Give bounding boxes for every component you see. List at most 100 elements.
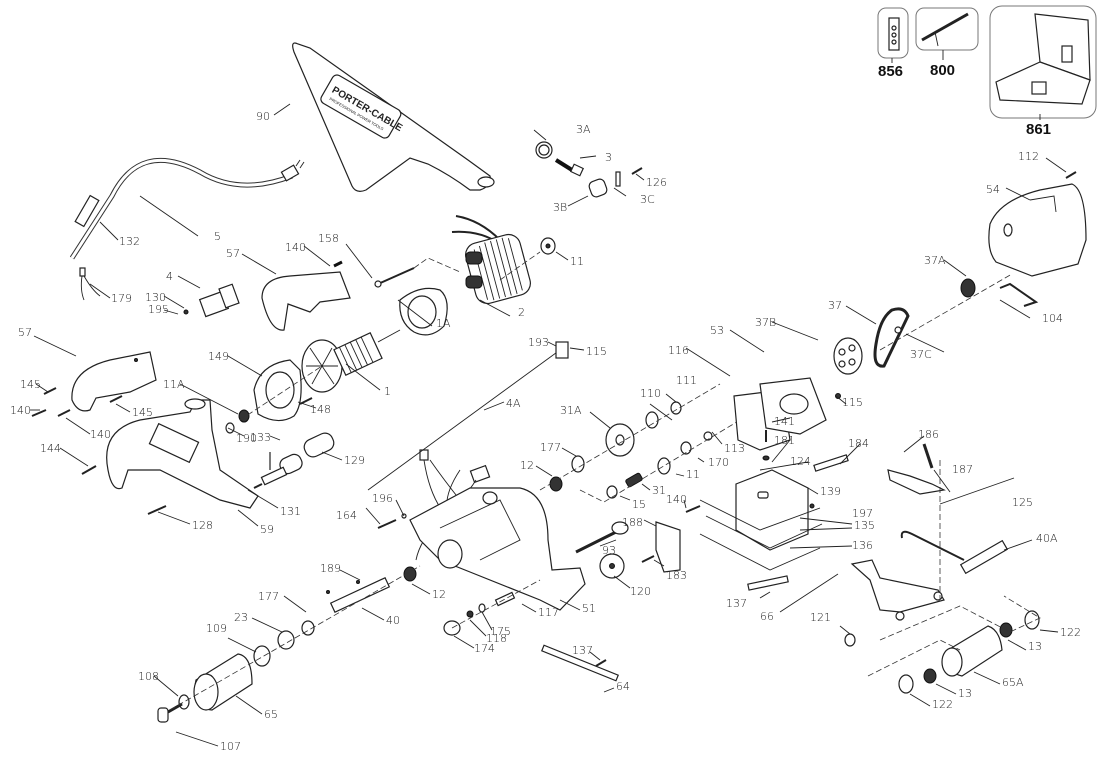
part-label: 135 <box>854 519 875 532</box>
screw-183 <box>641 555 655 563</box>
part-label: 179 <box>111 292 132 305</box>
part-label: 131 <box>280 505 301 518</box>
plate-149 <box>253 359 302 422</box>
bearing-13-left <box>923 668 937 684</box>
part-label: 139 <box>820 485 841 498</box>
washer-122-left <box>898 674 914 694</box>
screw-126 <box>631 167 643 175</box>
part-label: 3 <box>605 151 612 164</box>
screw-137-lower <box>595 659 607 667</box>
part-label: 137 <box>572 644 593 657</box>
needle-bearing-12-lower <box>403 566 417 582</box>
part-label: 177 <box>258 590 279 603</box>
screw-140-lower <box>685 505 701 513</box>
tension-arm-66 <box>850 559 945 621</box>
screws-145-140 <box>31 387 123 417</box>
washer-190 <box>225 422 235 434</box>
screw-115 <box>835 393 841 399</box>
power-cord <box>69 157 305 260</box>
washer-177-upper <box>571 455 585 473</box>
part-label: 37 <box>828 299 842 312</box>
screw-131 <box>253 483 263 489</box>
washer-122-right <box>1024 610 1040 630</box>
part-label: 15 <box>632 498 646 511</box>
spring-117 <box>494 591 516 607</box>
part-labels: 90 5 132 179 4 130 195 57 140 158 2 3A 3… <box>10 110 1081 753</box>
part-label: 116 <box>668 344 689 357</box>
part-label: 104 <box>1042 312 1063 325</box>
part-label: 188 <box>622 516 643 529</box>
part-label: 175 <box>490 625 511 638</box>
part-label: 177 <box>540 441 561 454</box>
part-label: 148 <box>310 403 331 416</box>
part-label: 193 <box>528 336 549 349</box>
part-label: 113 <box>724 442 745 455</box>
part-label: 128 <box>192 519 213 532</box>
part-label: 66 <box>760 610 774 623</box>
part-label: 181 <box>774 434 795 447</box>
accessory-861-carrying-case: 861 <box>989 5 1097 138</box>
dust-bag-90: PORTER-CABLE PROFESSIONAL POWER TOOLS <box>292 42 495 192</box>
rod-184 <box>813 454 849 472</box>
main-housing-51 <box>409 487 586 611</box>
part-label: 197 <box>852 507 873 520</box>
pulley-37B <box>833 337 863 375</box>
part-179 <box>79 267 101 301</box>
accessory-label-800: 800 <box>930 62 955 79</box>
part-label: 51 <box>582 602 596 615</box>
part-label: 110 <box>640 387 661 400</box>
part-label: 2 <box>518 306 525 319</box>
part-label: 174 <box>474 642 495 655</box>
drum-65 <box>193 653 253 711</box>
brush-3 <box>554 158 585 177</box>
part-label: 13 <box>1028 640 1042 653</box>
nut-181 <box>762 455 770 461</box>
platen-bar-64 <box>541 644 619 682</box>
part-label: 129 <box>344 454 365 467</box>
pulley-37A <box>960 278 976 298</box>
spring-186 <box>922 443 934 469</box>
part-label: 140 <box>285 241 306 254</box>
part-label: 115 <box>586 345 607 358</box>
screw-164 <box>377 519 397 529</box>
part-label: 40A <box>1036 532 1058 545</box>
part-label: 183 <box>666 569 687 582</box>
bearing-11 <box>540 237 556 255</box>
part-label: 137 <box>726 597 747 610</box>
brush-holder-3B <box>588 178 608 198</box>
leader-lines <box>30 103 1067 747</box>
part-label: 37B <box>755 316 776 329</box>
washer-109 <box>253 645 271 667</box>
part-label: 65A <box>1002 676 1024 689</box>
part-label: 90 <box>256 110 270 123</box>
field-assembly-2 <box>451 215 531 305</box>
part-label: 164 <box>336 509 357 522</box>
belt-cover-54 <box>988 183 1087 277</box>
nut-139 <box>809 503 815 509</box>
washer-177-lower <box>301 620 315 636</box>
bearing-23 <box>277 630 295 650</box>
part-label: 115 <box>842 396 863 409</box>
part-label: 57 <box>226 247 240 260</box>
part-label: 140 <box>90 428 111 441</box>
spring-125 <box>900 530 965 561</box>
needle-bearing-12-upper <box>549 476 563 492</box>
screw-112 <box>1065 171 1077 179</box>
part-label: 31 <box>652 484 666 497</box>
part-label: 1 <box>384 385 391 398</box>
part-label: 37C <box>910 348 932 361</box>
knob-93 <box>575 521 629 554</box>
part-label: 64 <box>616 680 630 693</box>
washer-108 <box>178 694 190 710</box>
ring-121 <box>844 633 856 647</box>
shaft-40 <box>329 576 391 614</box>
part-label: 93 <box>602 544 616 557</box>
part-label: 4A <box>506 397 521 410</box>
ring-113 <box>703 431 713 441</box>
part-label: 145 <box>132 406 153 419</box>
baffle-1A <box>399 287 448 336</box>
bar-137 <box>747 575 789 591</box>
part-label: 132 <box>119 235 140 248</box>
part-label: 187 <box>952 463 973 476</box>
